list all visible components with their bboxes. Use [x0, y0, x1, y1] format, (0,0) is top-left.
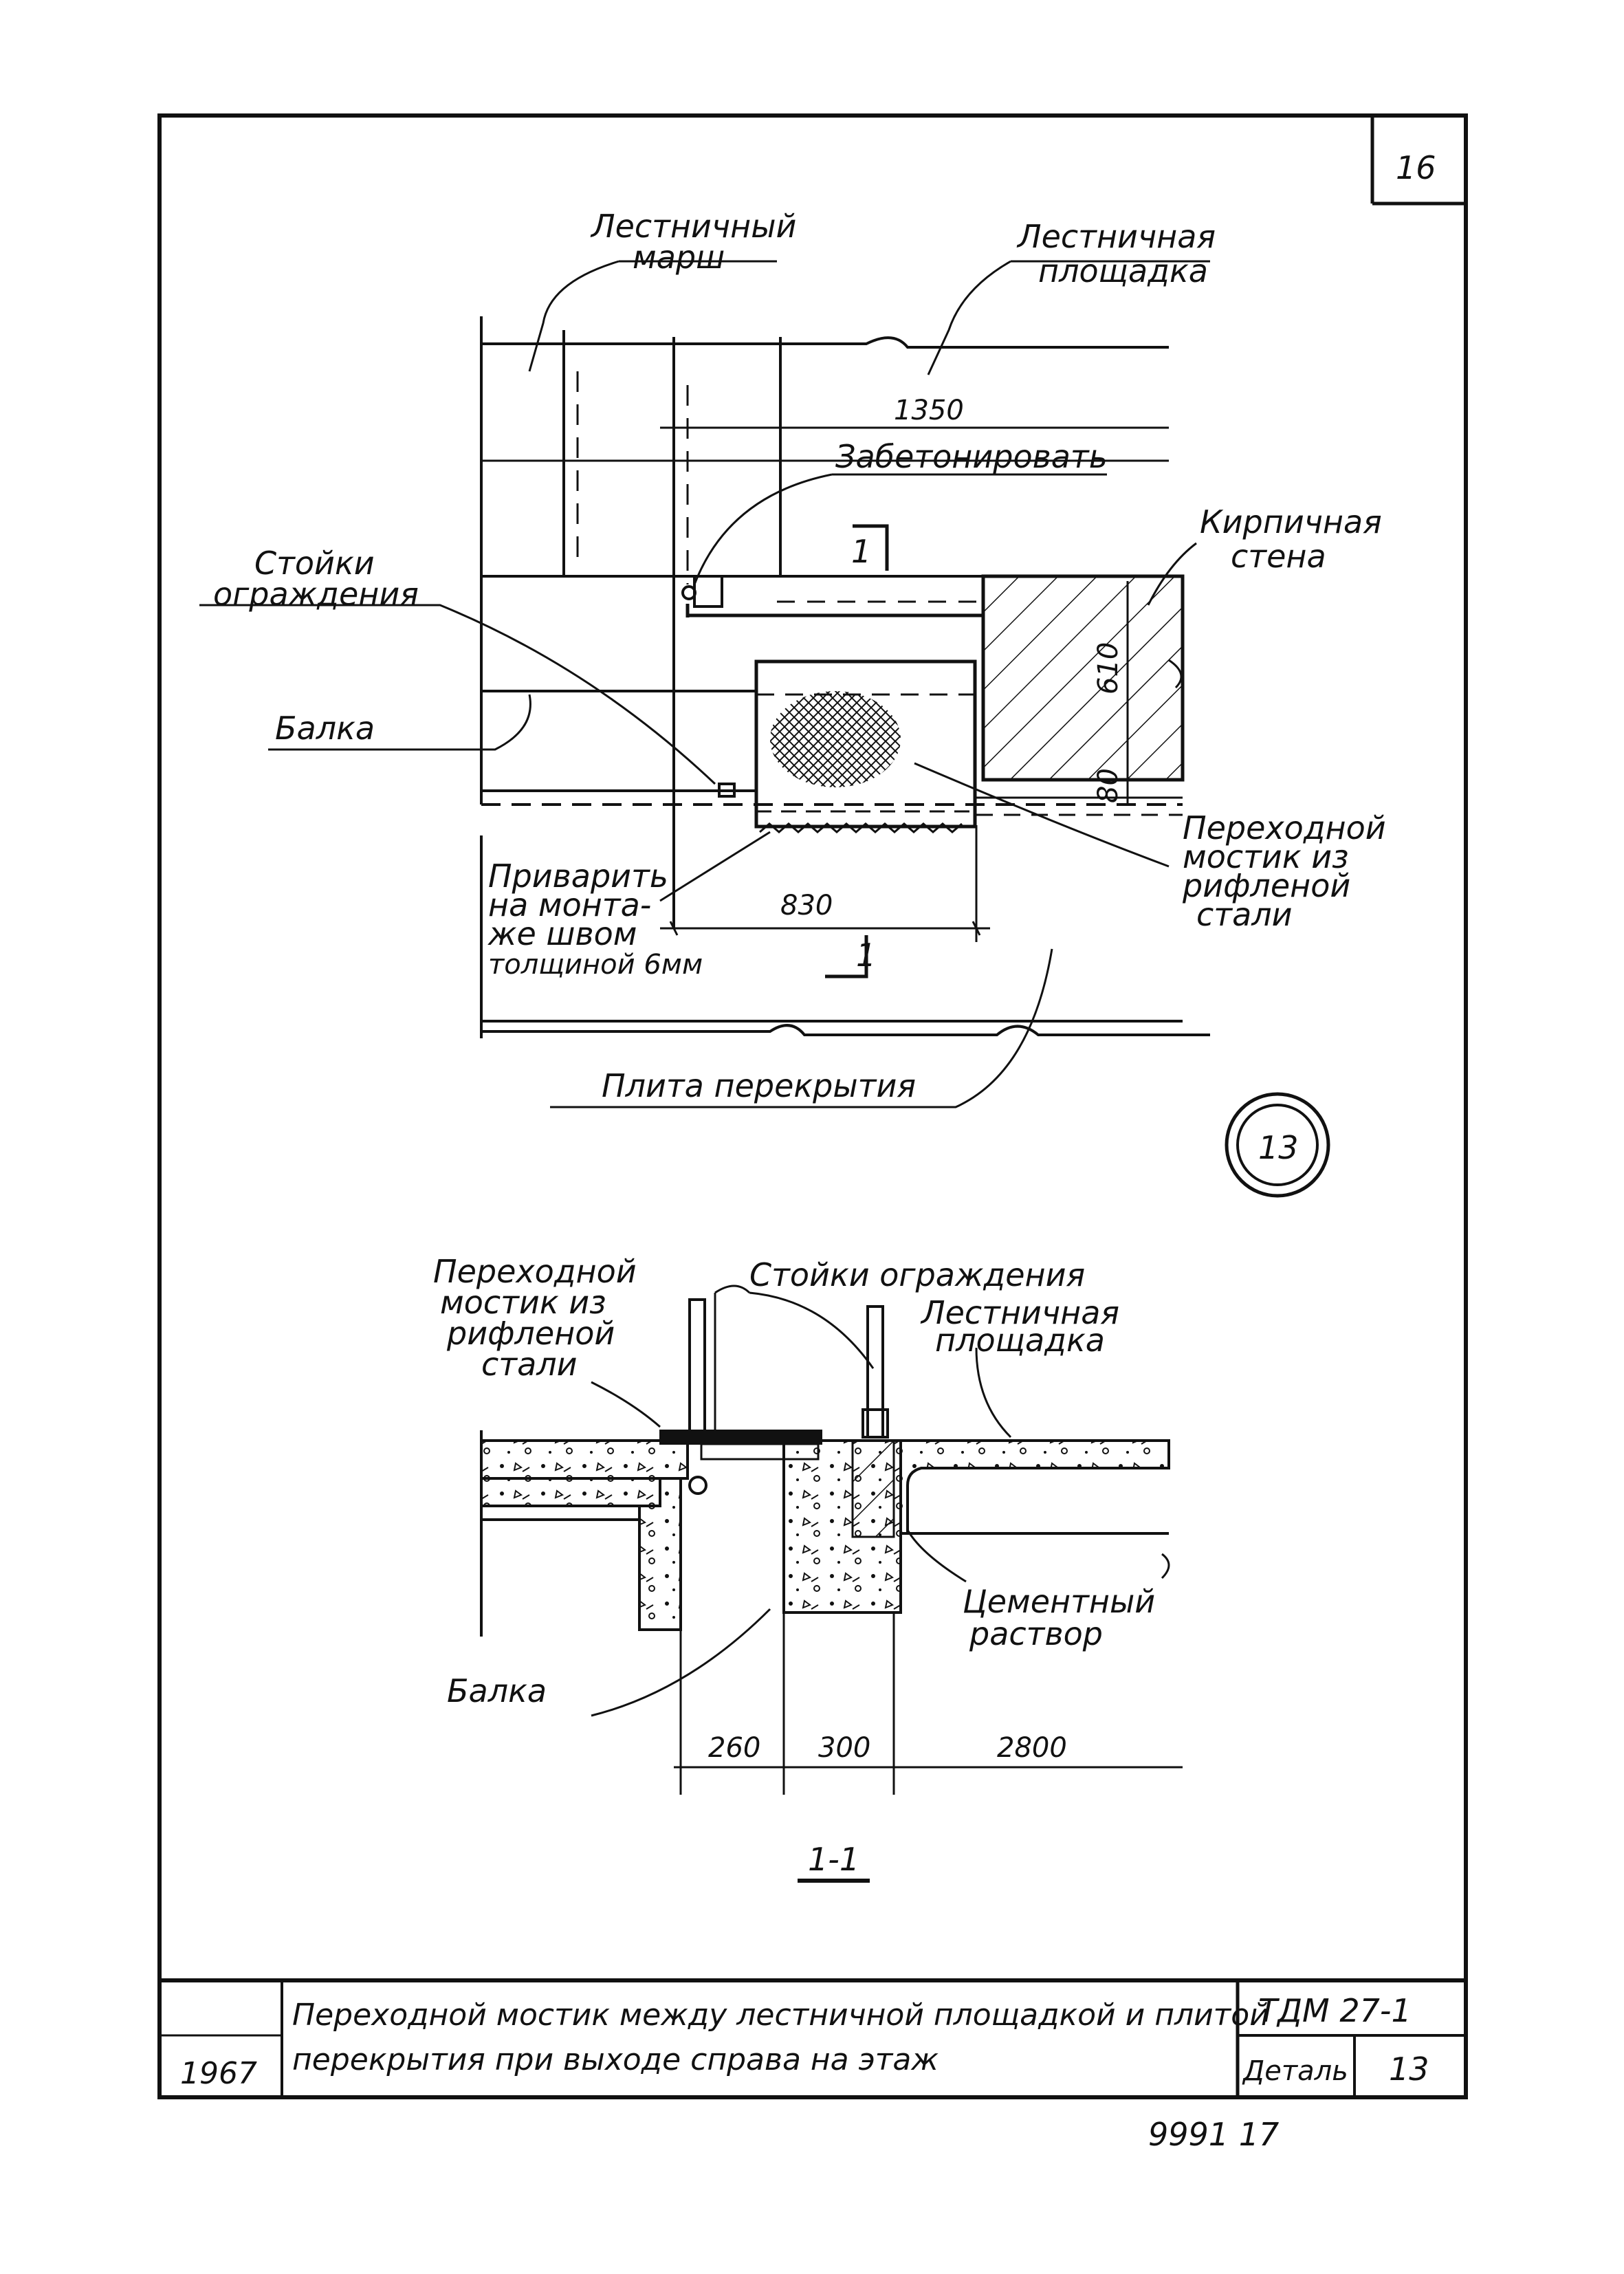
label-stair-flight-2: марш — [633, 239, 725, 276]
sec-label-beam: Балка — [447, 1672, 547, 1709]
sec-label-landing-1: Лестничная — [920, 1294, 1119, 1331]
footer-number: 9991 17 — [1148, 2116, 1279, 2153]
label-stair-flight-1: Лестничный — [590, 208, 796, 245]
detail-number-badge — [1225, 1092, 1330, 1198]
dim-1350: 1350 — [894, 395, 964, 426]
section-view — [480, 1284, 1183, 1883]
plan-view — [199, 260, 1210, 1108]
title-description-2: перекрытия при выходе справа на этаж — [292, 2042, 939, 2077]
sec-label-bridge-4: стали — [481, 1346, 578, 1383]
label-weld-3: же швом — [487, 915, 637, 952]
section-mark-top: 1 — [851, 533, 871, 570]
label-weld-2: на монта- — [488, 886, 651, 923]
sheet-frame — [157, 113, 1468, 2099]
dim-610: 610 — [1093, 642, 1124, 695]
label-railing-posts-1: Стойки — [254, 545, 375, 582]
sec-label-cement-1: Цементный — [963, 1583, 1155, 1620]
label-stair-landing-1: Лестничная — [1016, 218, 1216, 255]
section-mark-bottom: 1 — [856, 937, 876, 974]
sec-label-bridge-3: рифленой — [446, 1315, 615, 1352]
label-beam: Балка — [275, 710, 375, 747]
title-description-1: Переходной мостик между лестничной площа… — [292, 1998, 1269, 2033]
sec-label-bridge-2: мостик из — [440, 1284, 606, 1321]
sec-label-railing-posts: Стойки ограждения — [749, 1256, 1085, 1293]
label-stair-landing-2: площадка — [1038, 252, 1208, 289]
sec-dim-2800: 2800 — [997, 1732, 1067, 1764]
sec-label-landing-2: площадка — [935, 1322, 1105, 1359]
label-weld-4: толщиной 6мм — [488, 949, 703, 981]
sec-dim-260: 260 — [708, 1732, 760, 1764]
label-bridge-4: стали — [1196, 896, 1293, 933]
dim-830: 830 — [780, 890, 833, 921]
label-bridge-1: Переходной — [1183, 809, 1386, 846]
label-brick-wall-2: стена — [1231, 538, 1326, 575]
sec-label-cement-2: раствор — [969, 1615, 1103, 1652]
dim-80: 80 — [1093, 768, 1124, 803]
detail-number: 13 — [1258, 1129, 1299, 1166]
sheet-number: 16 — [1396, 149, 1436, 186]
label-brick-wall-1: Кирпичная — [1200, 503, 1382, 540]
sec-dim-300: 300 — [818, 1732, 870, 1764]
label-weld-1: Приварить — [488, 857, 668, 895]
section-title: 1-1 — [808, 1841, 859, 1878]
label-floor-slab: Плита перекрытия — [602, 1067, 916, 1104]
title-code: ТДМ 27-1 — [1258, 1992, 1412, 2029]
title-detail-value: 13 — [1389, 2051, 1429, 2088]
label-bridge-3: рифленой — [1182, 867, 1350, 904]
title-detail-label: Деталь — [1242, 2055, 1348, 2087]
title-year: 1967 — [180, 2056, 257, 2091]
label-bridge-2: мостик из — [1183, 838, 1349, 875]
label-railing-posts-2: ограждения — [213, 576, 419, 613]
label-concrete-fill: Забетонировать — [835, 438, 1108, 475]
sec-label-bridge-1: Переходной — [433, 1253, 637, 1290]
title-block — [160, 1978, 1466, 2097]
